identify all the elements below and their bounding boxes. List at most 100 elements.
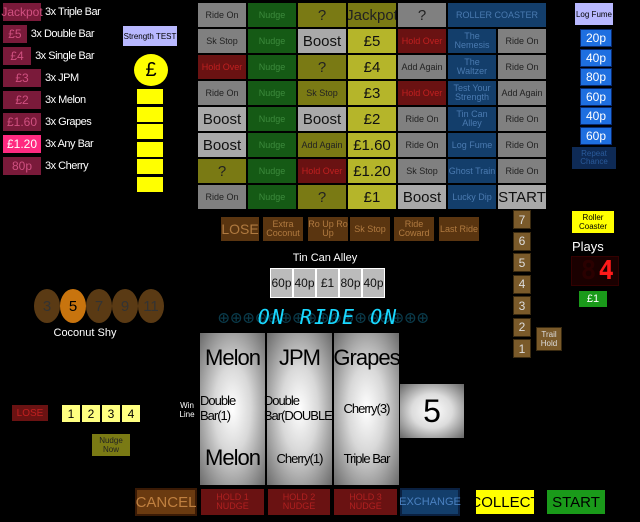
board-cell: Ride On — [497, 132, 547, 158]
step-number: 5 — [513, 253, 531, 272]
strength-block — [136, 175, 164, 193]
feature-bottom-cell: LOSE — [220, 216, 260, 242]
trail-price: £3 — [2, 68, 42, 88]
board-cell: Boost — [197, 132, 247, 158]
board-cell: £5 — [347, 28, 397, 54]
cancel-button[interactable]: CANCEL — [135, 488, 197, 516]
step-number: 1 — [513, 339, 531, 358]
board-cell: Jackpot — [347, 2, 397, 28]
board-cell: Nudge — [247, 80, 297, 106]
board-cell: Lucky Dip — [447, 184, 497, 210]
roller-coaster-cell: ROLLER COASTER — [447, 2, 547, 28]
collect-button[interactable]: COLLECT — [470, 488, 540, 516]
step-number: 6 — [513, 231, 531, 251]
log-fume-value: 60p — [580, 87, 612, 106]
board-cell: Log Fume — [447, 132, 497, 158]
board-cell: Ride On — [497, 54, 547, 80]
trail-price: Jackpot — [1, 2, 43, 22]
board-cell: Sk Stop — [397, 158, 447, 184]
log-fume-value: 40p — [580, 48, 612, 67]
nudge-number: 3 — [101, 404, 121, 423]
board-cell: Nudge — [247, 132, 297, 158]
strength-block — [136, 105, 164, 123]
step-number: 3 — [513, 296, 531, 315]
trail-hold: Trail Hold — [536, 327, 562, 351]
board-cell: ? — [397, 2, 447, 28]
trail-price: 80p — [2, 156, 42, 176]
pound-coin-icon: £ — [132, 52, 170, 88]
step-number: 2 — [513, 317, 531, 337]
board-cell: Hold Over — [397, 80, 447, 106]
plays-led-display: 8 4 — [571, 256, 619, 286]
tin-can-value: 80p — [339, 268, 362, 298]
coconut: 7 — [86, 289, 112, 323]
board-cell: Nudge — [247, 28, 297, 54]
board-cell: £1.20 — [347, 158, 397, 184]
coconut: 3 — [34, 289, 60, 323]
reel-symbol: Cherry(3) — [343, 400, 391, 416]
board-cell: Hold Over — [297, 158, 347, 184]
board-cell: £1 — [347, 184, 397, 210]
board-cell: ? — [197, 158, 247, 184]
board-cell: Ride On — [197, 80, 247, 106]
trail-label: 3x Cherry — [45, 160, 89, 172]
board-cell: Ghost Train — [447, 158, 497, 184]
win-line-label: Win Line — [179, 401, 195, 419]
strength-block — [136, 140, 164, 158]
board-cell: Test Your Strength — [447, 80, 497, 106]
trail-price: £5 — [2, 24, 28, 44]
board-cell: ? — [297, 54, 347, 80]
board-cell: Nudge — [247, 158, 297, 184]
nudge-number: 4 — [121, 404, 141, 423]
trail-label: 3x Any Bar — [45, 138, 94, 150]
start-button[interactable]: START — [545, 488, 607, 516]
feature-bottom-cell: Last Ride — [438, 216, 480, 242]
hold-1-nudge-button[interactable]: HOLD 1 NUDGE — [200, 488, 265, 516]
board-cell: Ride On — [397, 106, 447, 132]
nudge-lose-lamp: LOSE — [11, 404, 49, 422]
log-fume-value: 80p — [580, 68, 612, 86]
trail-label: 3x Triple Bar — [45, 6, 101, 18]
feature-bottom-cell: Sk Stop — [349, 216, 391, 242]
board-cell: Ride On — [397, 132, 447, 158]
board-cell: Nudge — [247, 2, 297, 28]
coconut: 5 — [60, 289, 86, 323]
board-cell: Ride On — [497, 158, 547, 184]
board-cell: The Waltzer — [447, 54, 497, 80]
board-cell: £4 — [347, 54, 397, 80]
credit-badge: £1 — [578, 290, 608, 308]
hold-2-nudge-button[interactable]: HOLD 2 NUDGE — [267, 488, 331, 516]
board-cell: Hold Over — [397, 28, 447, 54]
nudge-number: 2 — [81, 404, 101, 423]
reel-symbol: JPM — [279, 345, 321, 370]
strength-test-title: Strength TEST — [122, 25, 178, 47]
board-cell: Hold Over — [197, 54, 247, 80]
log-fume-title: Log Fume — [574, 2, 614, 26]
trail-label: 3x JPM — [45, 72, 79, 84]
strength-block — [136, 123, 164, 140]
board-cell: Ride On — [497, 106, 547, 132]
board-cell: Nudge — [247, 184, 297, 210]
board-cell: Ride On — [197, 184, 247, 210]
exchange-button[interactable]: EXCHANGE — [399, 488, 461, 516]
coconut: 11 — [138, 289, 164, 323]
step-number: 7 — [513, 210, 531, 229]
tin-can-value: 60p — [270, 268, 293, 298]
board-cell: The Nemesis — [447, 28, 497, 54]
tin-can-value: 40p — [293, 268, 316, 298]
log-fume-value: 60p — [580, 126, 612, 145]
hold-3-nudge-button[interactable]: HOLD 3 NUDGE — [333, 488, 398, 516]
nudge-number: 1 — [61, 404, 81, 423]
board-cell: Add Again — [397, 54, 447, 80]
board-cell: Boost — [297, 106, 347, 132]
